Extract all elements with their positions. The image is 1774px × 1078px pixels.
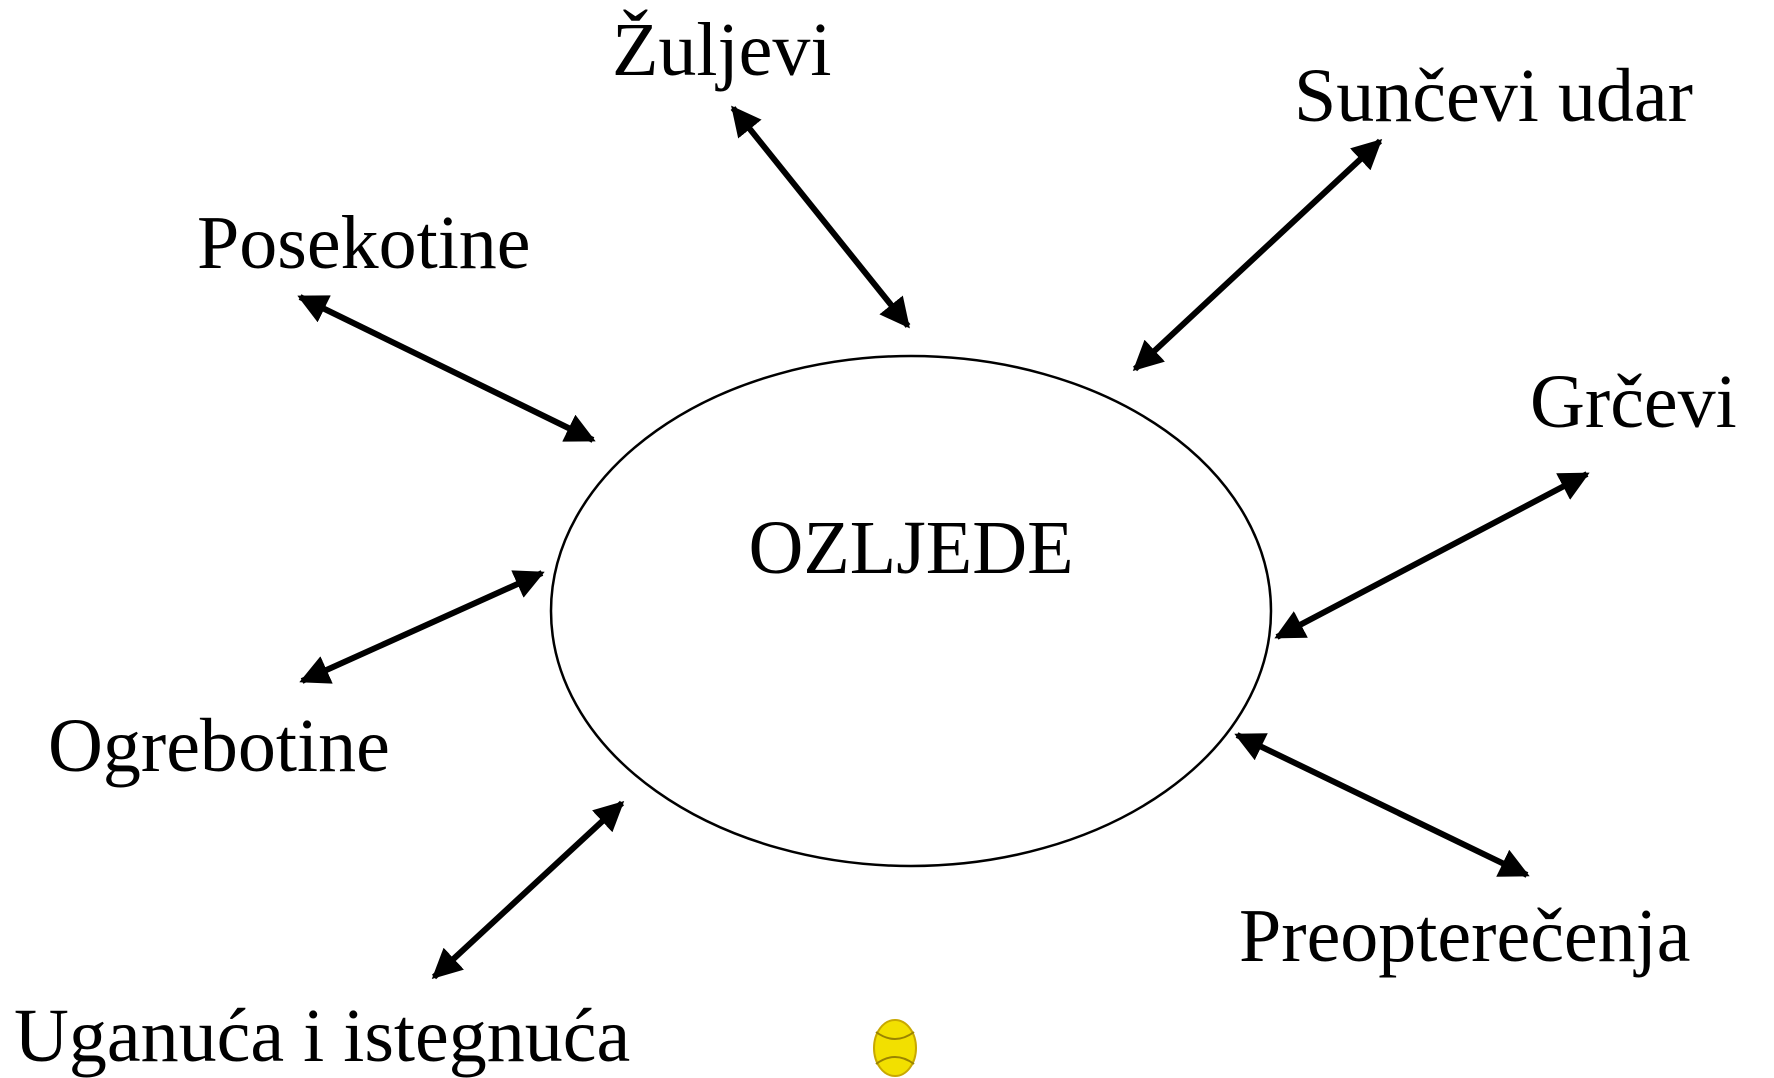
node-label-posekotine: Posekotine [197, 201, 531, 285]
node-label-preopterecenja: Preopterečenja [1239, 894, 1691, 978]
arrow-preopterecenja [1234, 732, 1530, 878]
arrow-grcevi [1274, 471, 1590, 640]
tennis-ball-icon [873, 1019, 917, 1077]
arrow-suncevi-udar [1132, 138, 1383, 372]
node-label-grcevi: Grčevi [1530, 360, 1737, 444]
arrow-zuljevi [730, 105, 911, 329]
center-ellipse [549, 354, 1273, 868]
arrow-uganuca [431, 800, 625, 980]
node-label-suncevi-udar: Sunčevi udar [1294, 54, 1693, 138]
arrow-ogrebotine [299, 570, 545, 684]
center-label-ozljede: OZLJEDE [748, 506, 1074, 590]
node-label-ogrebotine: Ogrebotine [48, 704, 390, 788]
arrow-posekotine [297, 294, 596, 443]
node-label-uganuca: Uganuća i istegnuća [14, 994, 631, 1078]
node-label-zuljevi: Žuljevi [612, 8, 832, 92]
